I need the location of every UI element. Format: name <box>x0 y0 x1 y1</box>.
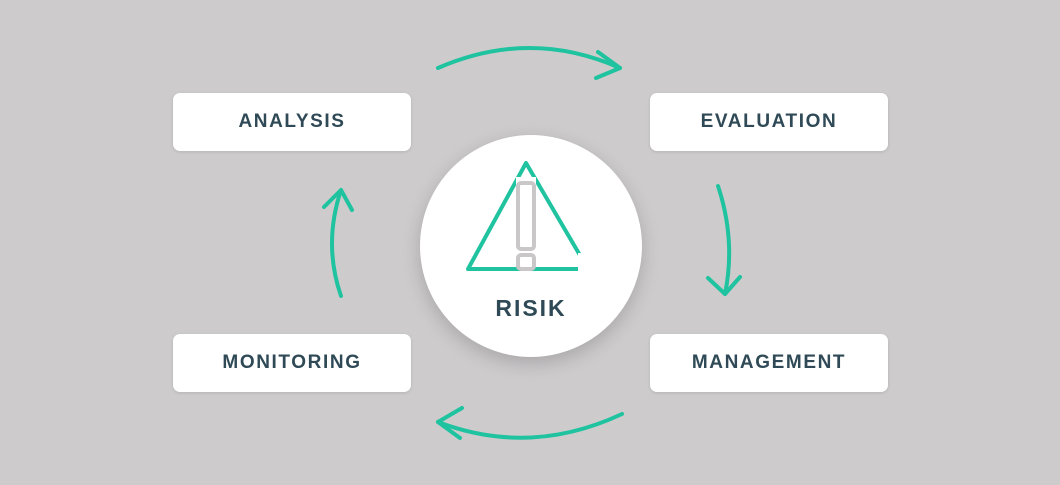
step-box-evaluation: EVALUATION <box>650 93 888 151</box>
step-label-evaluation: EVALUATION <box>700 111 838 132</box>
step-label-analysis: ANALYSIS <box>238 111 346 132</box>
step-label-management: MANAGEMENT <box>691 352 847 373</box>
arrow-management-to-monitoring <box>436 406 624 440</box>
step-box-analysis: ANALYSIS <box>173 93 411 151</box>
arrow-analysis-to-evaluation <box>436 46 622 80</box>
step-box-management: MANAGEMENT <box>650 334 888 392</box>
warning-triangle-icon <box>466 161 596 273</box>
center-label: RISIK <box>495 295 567 321</box>
arrow-monitoring-to-analysis <box>322 188 354 298</box>
step-label-monitoring: MONITORING <box>222 352 362 373</box>
step-box-monitoring: MONITORING <box>173 334 411 392</box>
arrow-evaluation-to-management <box>706 184 742 296</box>
risk-center-circle: RISIK <box>420 135 642 357</box>
